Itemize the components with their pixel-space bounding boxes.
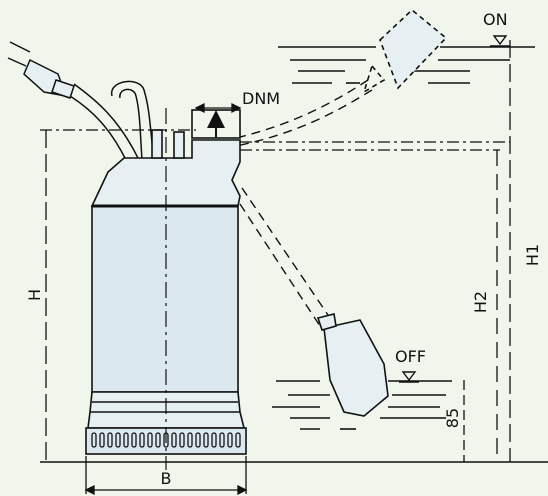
strainer-slots	[91, 432, 241, 448]
strainer-slot	[115, 432, 121, 448]
strainer-slot	[91, 432, 97, 448]
discharge-arrow-icon	[207, 110, 225, 138]
power-cable	[69, 80, 155, 161]
h2-label: H2	[471, 291, 490, 313]
strainer-slot	[195, 432, 201, 448]
strainer-slot	[131, 432, 137, 448]
strainer-slot	[235, 432, 241, 448]
on-level-marker	[490, 35, 510, 47]
dnm-label: DNM	[242, 89, 280, 108]
strainer-slot	[107, 432, 113, 448]
float-cable-on	[235, 79, 373, 147]
water-lines-bottom	[272, 380, 452, 430]
power-plug-icon	[7, 41, 75, 99]
float-switch-off-position	[316, 313, 389, 417]
strainer-slot	[179, 432, 185, 448]
strainer-slot	[211, 432, 217, 448]
water-lines-top	[278, 46, 535, 84]
strainer-slot	[171, 432, 177, 448]
dimension-h	[40, 129, 196, 462]
h-label: H	[25, 289, 44, 301]
float-switch-on-position	[362, 8, 448, 94]
strainer-slot	[139, 432, 145, 448]
dimension-h1	[240, 40, 511, 462]
dim-85-label: 85	[443, 408, 462, 428]
strainer-slot	[219, 432, 225, 448]
strainer-slot	[147, 432, 153, 448]
strainer-slot	[99, 432, 105, 448]
strainer-slot	[203, 432, 209, 448]
strainer-slot	[187, 432, 193, 448]
dimension-b	[84, 456, 248, 496]
off-label: OFF	[395, 347, 426, 366]
float-cable-off	[239, 187, 331, 327]
strainer-slot	[155, 432, 161, 448]
off-level-marker	[399, 371, 419, 383]
h1-label: H1	[523, 244, 542, 266]
dimension-h2	[240, 149, 500, 462]
strainer-slot	[123, 432, 129, 448]
dimension-dnm	[194, 102, 242, 114]
strainer-slot	[227, 432, 233, 448]
b-label: B	[161, 469, 172, 488]
on-label: ON	[483, 10, 508, 29]
